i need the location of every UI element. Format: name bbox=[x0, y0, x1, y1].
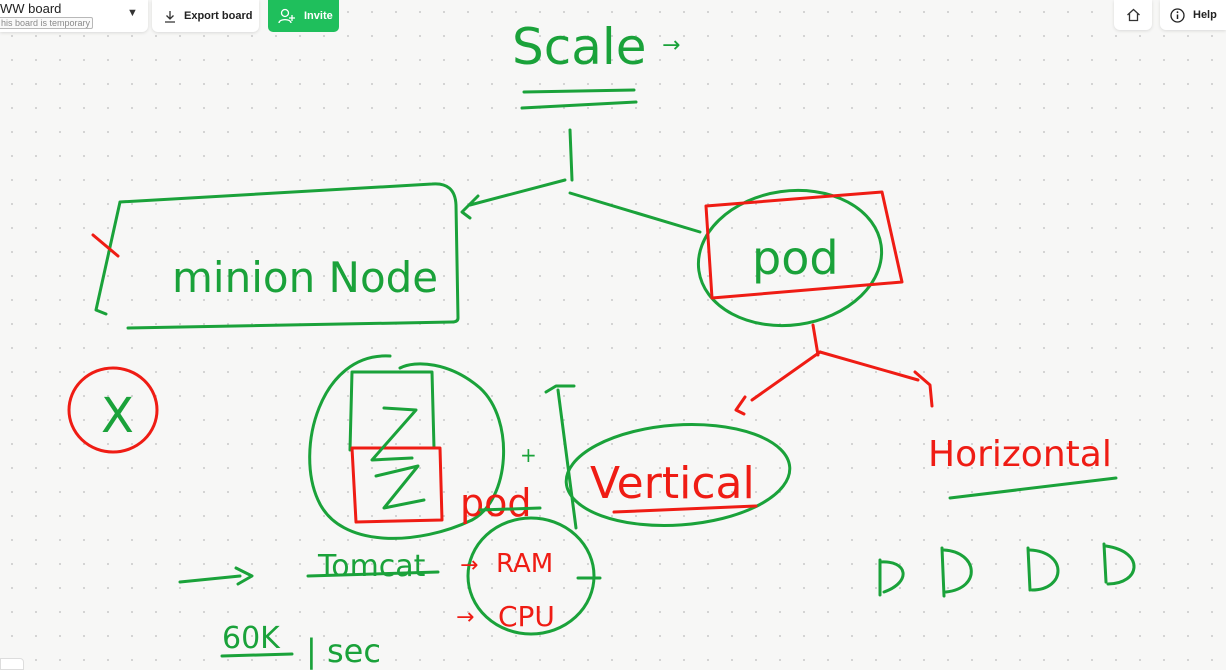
container-box-green bbox=[348, 370, 436, 452]
rate-unit: | sec bbox=[306, 632, 381, 670]
cpu-arrow: → bbox=[456, 605, 474, 630]
vertical-label: Vertical bbox=[590, 458, 755, 509]
tomcat-label: Tomcat bbox=[317, 549, 426, 584]
info-icon bbox=[1170, 7, 1185, 23]
minion-node-box bbox=[94, 182, 460, 330]
tomcat-underline bbox=[306, 570, 440, 578]
tree-trunk bbox=[568, 128, 574, 182]
x-circle bbox=[67, 366, 159, 454]
tomcat-circle bbox=[308, 354, 506, 540]
invite-button[interactable]: Invite bbox=[268, 0, 339, 32]
branch-left bbox=[460, 178, 567, 220]
branch-to-horizontal bbox=[818, 350, 934, 408]
export-board-label: Export board bbox=[184, 10, 253, 22]
home-icon bbox=[1126, 8, 1140, 22]
tomcat-glyph bbox=[370, 406, 426, 510]
download-icon bbox=[165, 10, 175, 23]
pod-top-box bbox=[704, 190, 904, 300]
help-button[interactable]: Help bbox=[1160, 0, 1226, 30]
scale-underline-1 bbox=[522, 88, 636, 94]
scale-title: Scale bbox=[512, 18, 647, 76]
temporary-board-badge: his board is temporary bbox=[0, 17, 94, 29]
branch-right bbox=[568, 191, 702, 234]
board-name[interactable]: WW board bbox=[0, 1, 62, 16]
minion-node-strike bbox=[91, 233, 120, 258]
ram-arrow: → bbox=[460, 553, 478, 578]
replica-3 bbox=[1026, 546, 1060, 592]
ram-label: RAM bbox=[496, 549, 553, 579]
pod-plus: + bbox=[520, 443, 537, 467]
vertical-underline bbox=[612, 504, 758, 514]
replica-2 bbox=[940, 546, 973, 598]
vertical-ellipse bbox=[564, 423, 792, 527]
scale-underline-2 bbox=[520, 100, 638, 110]
help-label: Help bbox=[1193, 9, 1217, 21]
add-user-icon bbox=[278, 8, 295, 24]
pod-top-ellipse bbox=[696, 188, 884, 328]
cpu-label: CPU bbox=[498, 600, 555, 633]
invite-label: Invite bbox=[304, 10, 333, 22]
home-button[interactable] bbox=[1114, 0, 1152, 30]
rate-value: 60K bbox=[222, 621, 281, 656]
chevron-down-icon[interactable]: ▼ bbox=[127, 7, 138, 19]
replica-4 bbox=[1102, 542, 1136, 586]
resources-circle bbox=[466, 516, 596, 636]
export-board-button[interactable]: Export board bbox=[152, 0, 259, 32]
board-title-panel[interactable]: WW board his board is temporary ▼ bbox=[0, 0, 148, 32]
vertical-up-arrow bbox=[544, 384, 578, 530]
scale-arrow: → bbox=[662, 33, 680, 58]
minion-node-label: minion Node bbox=[172, 253, 438, 302]
horizontal-label: Horizontal bbox=[928, 434, 1112, 475]
rate-underline bbox=[220, 652, 294, 658]
branch-to-vertical bbox=[734, 323, 822, 416]
replica-1 bbox=[878, 558, 905, 597]
incoming-arrow bbox=[178, 566, 254, 586]
horizontal-underline bbox=[948, 476, 1118, 500]
pod-top-label: pod bbox=[752, 231, 839, 285]
container-box-red bbox=[350, 446, 444, 524]
pod-underline bbox=[478, 506, 542, 512]
x-mark-label: X bbox=[101, 388, 134, 444]
